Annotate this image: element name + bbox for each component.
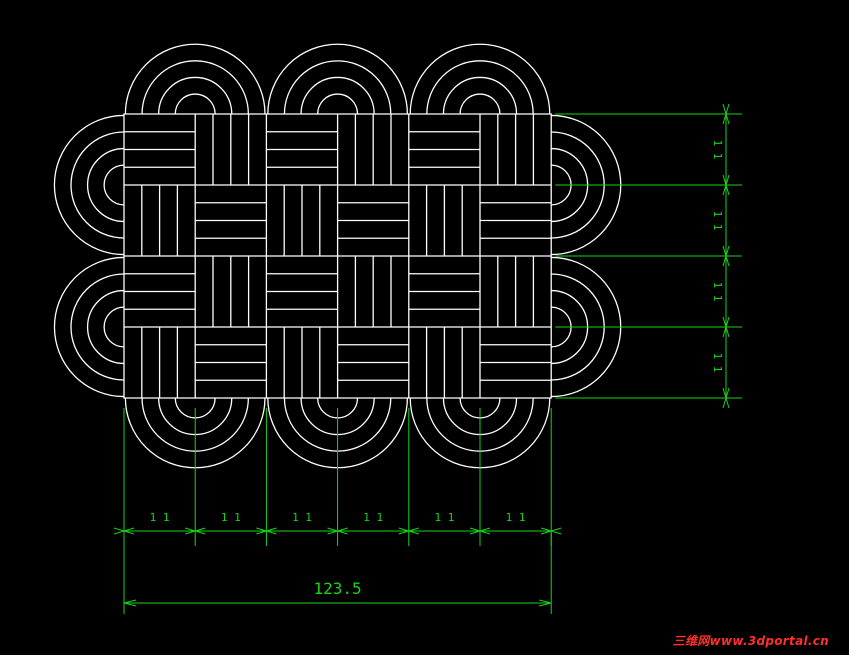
dimension-arrowhead <box>539 599 552 607</box>
top-loop-arc <box>267 43 409 115</box>
top-loop-arc <box>283 60 392 115</box>
chinese-knot-geometry <box>53 43 622 469</box>
dimension-arrowhead <box>469 527 482 535</box>
top-loop-arc <box>442 77 518 115</box>
dimension-arrowhead <box>722 103 730 116</box>
top-loop-arc <box>317 93 359 115</box>
left-loop-arc <box>53 114 125 256</box>
horizontal-dim-label-1: 1 1 <box>150 511 170 524</box>
left-loop-arc <box>53 256 125 398</box>
top-loop-arc <box>124 43 266 115</box>
horizontal-dim-label-6: 1 1 <box>506 511 526 524</box>
dimension-arrowhead <box>398 527 411 535</box>
vertical-dim-label-4: 1 1 <box>711 353 724 373</box>
dimension-arrowhead <box>327 527 340 535</box>
dimension-arrowhead <box>256 527 269 535</box>
left-loop-arc <box>86 147 125 223</box>
dimension-arrowhead <box>123 599 137 607</box>
dimension-arrowhead <box>722 387 730 400</box>
top-loop-arc <box>141 60 250 115</box>
watermark-text: 三维网www.3dportal.cn <box>672 634 829 648</box>
top-loop-arc <box>174 93 216 115</box>
dimension-annotations <box>113 103 742 614</box>
top-loop-arc <box>426 60 534 115</box>
left-loop-arc <box>86 289 125 365</box>
left-loop-arc <box>103 164 125 206</box>
dimension-arrowhead <box>113 527 126 535</box>
dimension-arrowhead <box>722 174 730 187</box>
dimension-arrowhead <box>722 316 730 329</box>
vertical-dim-label-2: 1 1 <box>711 211 724 231</box>
vertical-dim-label-1: 1 1 <box>711 140 724 160</box>
top-loop-arc <box>409 43 551 115</box>
dimension-arrowhead <box>185 527 197 535</box>
vertical-dim-label-3: 1 1 <box>711 282 724 302</box>
dimension-arrowhead <box>722 245 730 258</box>
horizontal-dim-label-5: 1 1 <box>434 511 454 524</box>
left-loop-arc <box>103 306 125 348</box>
dimension-labels: 1 1 1 1 1 1 1 1 1 1 1 1 1 1 1 1 1 1 1 1 … <box>150 140 724 598</box>
top-loop-arc <box>158 77 233 115</box>
horizontal-dim-label-3: 1 1 <box>292 511 312 524</box>
top-loop-arc <box>459 93 501 115</box>
top-loop-arc <box>300 77 375 115</box>
dimension-arrowhead <box>541 527 553 535</box>
left-loop-arc <box>70 273 125 381</box>
left-loop-arc <box>70 131 125 239</box>
horizontal-dim-label-4: 1 1 <box>363 511 383 524</box>
horizontal-dim-label-2: 1 1 <box>221 511 241 524</box>
overall-width-label: 123.5 <box>314 579 362 598</box>
